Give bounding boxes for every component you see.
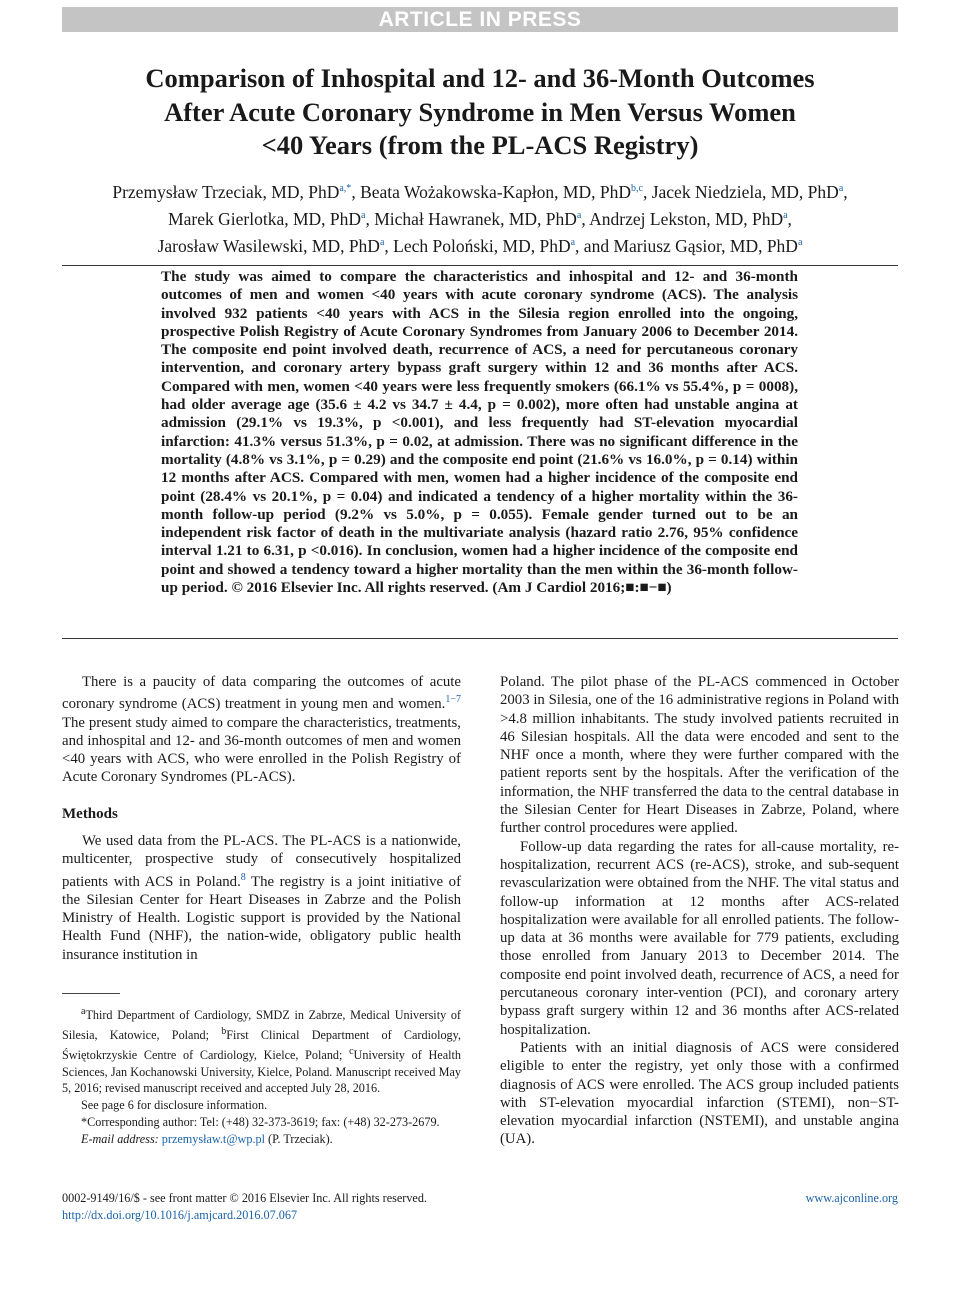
abstract-bottom-rule [62,638,898,639]
author-separator: , [351,181,361,202]
author-affiliation-marker[interactable]: a,* [339,183,352,194]
email-suffix: (P. Trzeciak). [264,1131,333,1146]
body-paragraph: Follow-up data regarding the rates for a… [500,838,899,1038]
affiliations-footnote: aThird Department of Cardiology, SMDZ in… [62,1004,461,1148]
author-affiliation-marker[interactable]: a [783,209,788,221]
author-separator: , [581,208,590,229]
methods-heading: Methods [62,805,118,822]
affiliation-text: Third Department of Cardiology, SMDZ in … [62,1008,461,1042]
title-line: After Acute Coronary Syndrome in Men Ver… [164,96,796,127]
affiliation-text: First Clinical Department of Cardiology,… [62,1027,461,1062]
body-paragraph: Poland. The pilot phase of the PL-ACS co… [500,674,899,837]
affiliation-marker: b [221,1025,227,1037]
affiliation-paragraph: aThird Department of Cardiology, SMDZ in… [62,1004,461,1097]
issn-line: 0002-9149/16/$ - see front matter © 2016… [62,1191,427,1205]
author-separator: , [365,208,375,229]
journal-website-link[interactable]: www.ajconline.org [805,1191,898,1205]
author-affiliation-marker[interactable]: a [838,183,844,194]
intro-text: The present study aimed to compare the c… [62,714,461,786]
author: Lech Poloński, MD, PhD [393,235,571,256]
email-link[interactable]: przemysław.t@wp.pl [161,1131,265,1146]
author: Marek Gierlotka, MD, PhD [168,208,362,229]
citation-link[interactable]: 8 [240,871,246,883]
left-column: There is a paucity of data comparing the… [62,673,461,964]
intro-paragraph: There is a paucity of data comparing the… [62,673,461,787]
affiliation-marker: c [349,1045,354,1057]
right-column: Poland. The pilot phase of the PL-ACS co… [500,673,899,1149]
author: Michał Hawranek, MD, PhD [374,208,577,229]
affiliation-marker: a [81,1006,86,1017]
article-title: Comparison of Inhospital and 12- and 36-… [80,62,880,163]
author-separator: , [384,235,394,256]
affiliation-text: University of Health Sciences, Jan Kocha… [62,1047,461,1096]
author-affiliation-marker[interactable]: a [361,209,366,221]
author-affiliation-marker[interactable]: b,c [631,183,643,194]
footer-left: 0002-9149/16/$ - see front matter © 2016… [62,1190,427,1224]
citation-link[interactable]: 1−7 [445,694,461,706]
author: Mariusz Gąsior, MD, PhD [613,235,798,256]
author-separator: , [843,181,848,202]
disclosure-note: See page 6 for disclosure information. [81,1098,268,1113]
body-paragraph: Patients with an initial diagnosis of AC… [500,1039,899,1148]
abstract-top-rule [62,265,898,266]
author: Przemysław Trzeciak, MD, PhD [112,181,340,202]
author-list: Przemysław Trzeciak, MD, PhDa,*, Beata W… [40,177,920,257]
email-line: E-mail address: przemysław.t@wp.pl (P. T… [62,1131,461,1148]
author: Beata Wożakowska-Kapłon, MD, PhD [360,181,631,202]
author: Jarosław Wasilewski, MD, PhD [157,235,380,256]
title-line: Comparison of Inhospital and 12- and 36-… [145,63,815,93]
author-separator: , [642,181,652,202]
author: Jacek Niedziela, MD, PhD [651,181,839,202]
author-affiliation-marker[interactable]: a [797,236,803,248]
methods-text: The registry is a joint initiative of th… [62,873,461,963]
article-in-press-banner: ARTICLE IN PRESS [62,7,898,32]
methods-text: We used data from the PL-ACS. The PL-ACS… [62,833,461,890]
abstract: The study was aimed to compare the chara… [161,268,798,597]
title-line: <40 Years (from the PL-ACS Registry) [261,130,699,160]
author-affiliation-marker[interactable]: a [576,209,582,221]
intro-text: There is a paucity of data comparing the… [62,674,461,713]
corresponding-author: *Corresponding author: Tel: (+48) 32-373… [81,1114,440,1129]
author-separator: , [787,208,792,229]
methods-paragraph: We used data from the PL-ACS. The PL-ACS… [62,832,461,964]
author-separator: , and [575,235,614,256]
author-affiliation-marker[interactable]: a [570,236,576,248]
footnote-rule [62,993,120,994]
author: Andrzej Lekston, MD, PhD [589,208,784,229]
email-label: E-mail address: [81,1131,162,1146]
doi-link[interactable]: http://dx.doi.org/10.1016/j.amjcard.2016… [62,1208,298,1222]
author-affiliation-marker[interactable]: a [379,236,385,248]
